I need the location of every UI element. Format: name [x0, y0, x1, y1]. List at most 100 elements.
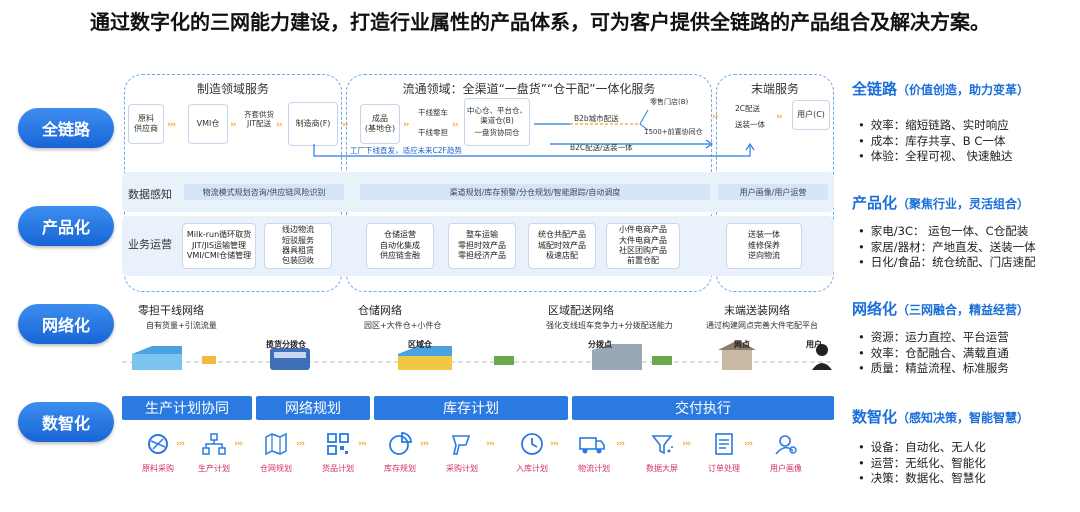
- pill-networking: 网络化: [18, 304, 114, 344]
- store-label: 零售门店(B): [650, 98, 689, 106]
- arrow-icon: ›››: [486, 439, 495, 449]
- icon-label: 生产计划: [198, 464, 230, 473]
- op-ecommerce: 小件电商产品 大件电商产品 社区团购产品 前置仓配: [606, 223, 680, 269]
- direct-ship-line: [313, 142, 755, 157]
- icon-label: 数据大屏: [646, 464, 678, 473]
- clock-icon: [517, 430, 547, 458]
- list-item: 设备：自动化、无人化: [858, 440, 986, 456]
- right-list-chain: 效率：缩短链路、实时响应 成本：库存共享、B C一体 体验：全程可视、 快速触达: [858, 118, 1013, 165]
- right-heading-digital: 数智化（感知决策，智能智慧）: [852, 406, 1029, 427]
- node-outlet: 网点: [734, 340, 750, 349]
- digital-production-plan: 生产计划协同: [122, 396, 252, 420]
- icon-label: 库存规划: [384, 464, 416, 473]
- op-milkrun: Milk-run循环取货 JIT/JIS运输管理 VMI/CMI仓储管理: [182, 223, 256, 269]
- list-item: 效率：缩短链路、实时响应: [858, 118, 1012, 134]
- list-item: 成本：库存共享、B C一体: [858, 134, 1012, 150]
- op-distribution: 统仓共配产品 城配时效产品 极速店配: [528, 223, 596, 269]
- right-list-digital: 设备：自动化、无人化 运营：无纸化、智能化 决策：数据化、智慧化: [858, 440, 986, 487]
- icon-label: 物流计划: [578, 464, 610, 473]
- node-pickup-sort: 揽货分拨仓: [266, 340, 306, 349]
- network-terminal-title: 末端送装网络: [724, 304, 790, 317]
- icon-label: 仓网规划: [260, 464, 292, 473]
- list-item: 资源：运力直控、平台运营: [858, 330, 1009, 346]
- bar-consulting: 物流模式规划咨询/供应链风险识别: [184, 184, 344, 200]
- map-icon: [261, 430, 291, 458]
- section-terminal: 末端服务: [750, 82, 799, 96]
- list-item: 家居/器材：产地直发、送装一体: [858, 240, 1036, 256]
- warehouse-icon: [398, 346, 452, 370]
- pie-chart-icon: [385, 430, 415, 458]
- list-item: 质量：精益流程、标准服务: [858, 361, 1009, 377]
- heading-sub: （三网融合，精益经营）: [897, 303, 1030, 317]
- page-title: 通过数字化的三网能力建设，打造行业属性的产品体系，可为客户提供全链路的产品组合及…: [90, 10, 990, 34]
- icon-label: 货品计划: [322, 464, 354, 473]
- arrow-icon: ›››: [420, 439, 429, 449]
- network-ltl-title: 零担干线网络: [138, 304, 204, 317]
- arrow-icon: ›››: [616, 439, 625, 449]
- op-warehouse: 仓储运营 自动化集成 供应链金融: [366, 223, 434, 269]
- digital-inventory-plan: 库存计划: [374, 396, 568, 420]
- operation-label: 业务运营: [128, 238, 172, 251]
- right-heading-chain: 全链路（价值创造，助力变革）: [852, 78, 1029, 99]
- truck-icon: [652, 356, 672, 365]
- arrow-icon: ›››: [296, 439, 305, 449]
- heading-text: 数智化: [852, 408, 898, 426]
- network-regional-title: 区域配送网络: [548, 304, 614, 317]
- pill-digital: 数智化: [18, 402, 114, 442]
- c2-delivery-label: 2C配送: [735, 104, 761, 113]
- document-icon: [709, 430, 739, 458]
- pill-productization: 产品化: [18, 206, 114, 246]
- hub-warehouse-node: 中心仓、平台仓、 渠道仓(B)一盘货协同仓: [464, 98, 530, 146]
- finished-goods-node: 成品 (基地仓): [360, 104, 400, 144]
- network-terminal-sub: 通过构建网点完善大件宅配平台: [706, 321, 818, 330]
- section-circulation: 流通领域：全渠道“一盘货”“仓干配”一体化服务: [402, 82, 656, 96]
- right-list-product: 家电/3C： 运包一体、C仓配装 家居/器材：产地直发、送装一体 日化/食品：统…: [858, 224, 1036, 271]
- heading-sub: （感知决策，智能智慧）: [897, 411, 1030, 425]
- pill-full-chain: 全链路: [18, 108, 114, 148]
- network-warehouse-sub: 园区+大件仓+小件仓: [364, 321, 442, 330]
- yarn-icon: [143, 430, 173, 458]
- digital-delivery: 交付执行: [572, 396, 834, 420]
- truck-icon: [577, 430, 607, 458]
- icon-label: 订单处理: [708, 464, 740, 473]
- list-item: 日化/食品：统仓统配、门店速配: [858, 255, 1036, 271]
- supplier-node: 原料 供应商: [128, 104, 164, 144]
- network-regional-sub: 强化支线班车竞争力+分拨配送能力: [546, 321, 673, 330]
- network-ltl-sub: 自有货量+引流流量: [146, 321, 217, 330]
- arrow-icon: ››: [712, 112, 719, 122]
- arrow-icon: ›››: [176, 439, 185, 449]
- node-regional-wh: 区域仓: [408, 340, 432, 349]
- chain-arrows: [534, 109, 714, 149]
- user-node: 用户(C): [792, 100, 830, 130]
- arrow-icon: ››: [403, 120, 410, 130]
- digital-network-plan: 网络规划: [256, 396, 370, 420]
- sparkle-funnel-icon: [647, 430, 677, 458]
- list-item: 效率：仓配融合、满载直通: [858, 346, 1009, 362]
- org-chart-icon: [199, 430, 229, 458]
- arrow-icon: ›››: [550, 439, 559, 449]
- perception-label: 数据感知: [128, 188, 172, 201]
- list-item: 决策：数据化、智慧化: [858, 471, 986, 487]
- user-search-icon: [771, 430, 801, 458]
- install-delivery-label: 送装一体: [735, 120, 765, 129]
- trunk-full-label: 干线整车: [418, 108, 448, 117]
- icon-label: 采购计划: [446, 464, 478, 473]
- arrow-icon: ››: [230, 120, 237, 130]
- op-lineside: 线边物流 短驳服务 器具租赁 包装回收: [264, 223, 332, 269]
- right-list-network: 资源：运力直控、平台运营 效率：仓配融合、满载直通 质量：精益流程、标准服务: [858, 330, 1009, 377]
- warehouse-icon: [592, 344, 642, 370]
- qrcode-icon: [323, 430, 353, 458]
- list-item: 体验：全程可视、 快速触达: [858, 149, 1013, 165]
- heading-sub: （价值创造，助力变革）: [897, 83, 1030, 97]
- arrow-icon: ››: [342, 120, 349, 130]
- arrow-icon: ››: [776, 112, 783, 122]
- b2c-label: B2C配送/送装一体: [570, 143, 633, 152]
- b2b-label: B2b城市配送: [574, 114, 619, 123]
- arrow-icon: ›››: [234, 439, 243, 449]
- icon-label: 用户画像: [770, 464, 802, 473]
- jit-node: 齐套供货 JIT配送: [244, 110, 274, 129]
- warehouse-icon: [132, 346, 182, 370]
- arrow-icon: ››: [452, 120, 459, 130]
- network-illustration: [122, 340, 834, 370]
- sorting-machine-icon: [270, 348, 310, 370]
